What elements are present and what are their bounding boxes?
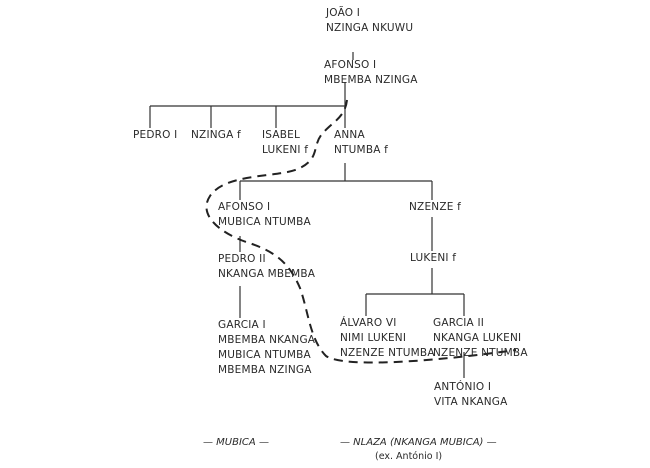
node-isabel: ISABEL LUKENI f — [262, 128, 308, 158]
node-nzenze: NZENZE f — [409, 200, 461, 215]
node-lukeni-name: LUKENI f — [410, 252, 457, 264]
node-pedro-ii-name: PEDRO II — [218, 253, 266, 265]
node-alvaro-vi-name: ÁLVARO VI — [340, 317, 397, 329]
node-anna: ANNA NTUMBA f — [334, 128, 388, 158]
node-alvaro-vi-line2: NIMI LUKENI — [340, 332, 407, 344]
node-afonso-i-name: AFONSO I — [324, 59, 377, 71]
node-antonio-i-name: ANTÓNIO I — [434, 381, 492, 393]
node-lukeni: LUKENI f — [410, 251, 456, 266]
node-nzinga: NZINGA f — [191, 128, 241, 143]
node-antonio-i-title: VITA NKANGA — [434, 396, 508, 408]
node-afonso-mubica-title: MUBICA NTUMBA — [218, 216, 311, 228]
legend-nlaza-note: (ex. António I) — [375, 451, 443, 462]
node-garcia-i-name: GARCIA I — [218, 319, 266, 331]
node-joao-i-name: JOÃO I — [326, 7, 361, 19]
node-joao-i-title: NZINGA NKUWU — [326, 22, 414, 34]
dynasty-boundary-dashed — [205, 99, 517, 364]
node-garcia-ii-name: GARCIA II — [433, 317, 485, 329]
node-garcia-i-line2: MBEMBA NKANGA — [218, 334, 316, 346]
legend-mubica: — MUBICA — — [203, 437, 269, 448]
node-pedro-ii-title: NKANGA MBEMBA — [218, 268, 316, 280]
node-anna-title: NTUMBA f — [334, 144, 389, 156]
node-pedro-i-name: PEDRO I — [133, 129, 178, 141]
node-isabel-name: ISABEL — [262, 129, 301, 141]
node-pedro-ii: PEDRO II NKANGA MBEMBA — [218, 252, 315, 282]
node-garcia-ii-line2: NKANGA LUKENI — [433, 332, 522, 344]
node-alvaro-vi: ÁLVARO VI NIMI LUKENI NZENZE NTUMBA — [340, 316, 435, 361]
node-anna-name: ANNA — [334, 129, 365, 141]
node-garcia-i-line3: MUBICA NTUMBA — [218, 349, 311, 361]
node-garcia-i-line4: MBEMBA NZINGA — [218, 364, 312, 376]
node-afonso-i-mbemba: AFONSO I MBEMBA NZINGA — [324, 58, 418, 88]
node-alvaro-vi-line3: NZENZE NTUMBA — [340, 347, 435, 359]
node-nzenze-name: NZENZE f — [409, 201, 461, 213]
node-nzinga-name: NZINGA f — [191, 129, 241, 141]
node-pedro-i: PEDRO I — [133, 128, 177, 143]
node-garcia-ii-line3: NZENZE NTUMBA — [433, 347, 528, 359]
node-afonso-i-title: MBEMBA NZINGA — [324, 74, 418, 86]
node-antonio-i: ANTÓNIO I VITA NKANGA — [434, 380, 508, 410]
node-afonso-mubica-name: AFONSO I — [218, 201, 271, 213]
node-afonso-i-mubica: AFONSO I MUBICA NTUMBA — [218, 200, 311, 230]
legend-nlaza: — NLAZA (NKANGA MUBICA) — — [340, 437, 497, 448]
node-isabel-title: LUKENI f — [262, 144, 309, 156]
node-joao-i: JOÃO I NZINGA NKUWU — [326, 6, 413, 36]
node-garcia-i: GARCIA I MBEMBA NKANGA MUBICA NTUMBA MBE… — [218, 318, 315, 378]
node-garcia-ii: GARCIA II NKANGA LUKENI NZENZE NTUMBA — [433, 316, 528, 361]
